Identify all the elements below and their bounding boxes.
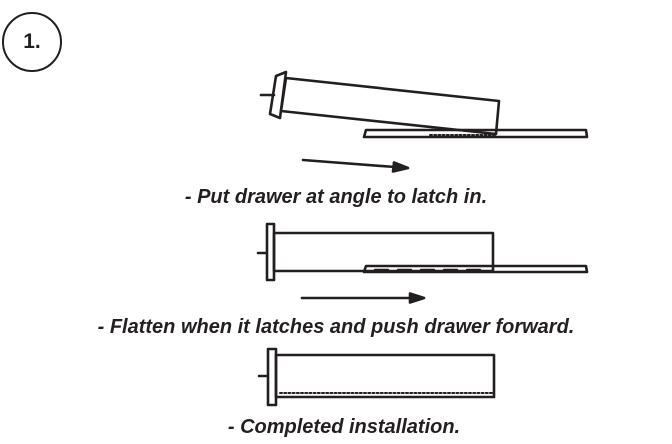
drawer-angled (259, 70, 501, 136)
slide-rail-1 (362, 128, 589, 139)
step-number-badge: 1. (2, 12, 62, 72)
step-caption-angle: - Put drawer at angle to latch in. (184, 186, 488, 208)
drawer-installed (257, 347, 496, 407)
slide-rail-2 (362, 264, 589, 274)
push-arrow-2 (300, 292, 426, 304)
push-arrow-1 (301, 158, 410, 173)
step-number: 1. (23, 30, 41, 53)
step-caption-flatten: - Flatten when it latches and push drawe… (97, 316, 575, 338)
step-caption-completed: - Completed installation. (227, 416, 461, 438)
